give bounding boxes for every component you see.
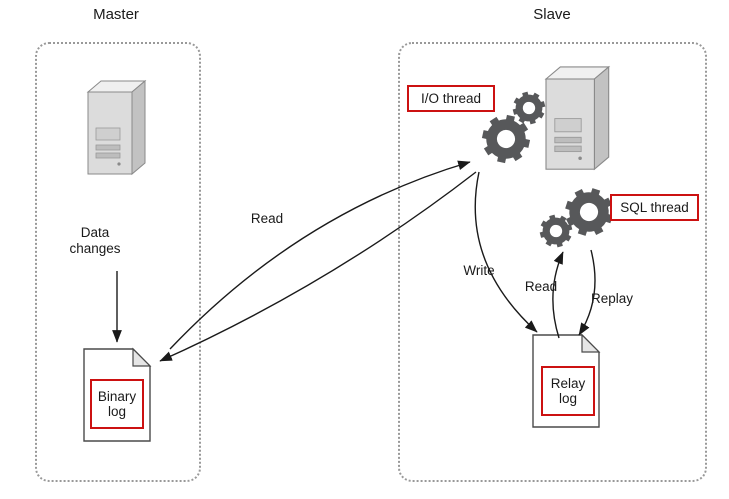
replay-label: Replay: [590, 291, 634, 306]
slave-group-box: [398, 42, 707, 482]
relay-log-box: Relay log: [541, 366, 595, 416]
arrow-replay-to-relay-log: [578, 249, 596, 336]
arrow-read-relay-log: [552, 251, 564, 339]
arrow-read-to-io-thread: [169, 160, 471, 350]
slave-server-icon: [545, 66, 610, 170]
slave-title: Slave: [533, 6, 571, 23]
master-group-box: [35, 42, 201, 482]
arrow-read-to-binary-log: [159, 171, 477, 362]
arrow-write-to-relay-log: [474, 171, 538, 333]
data-changes-label: Data changes: [69, 225, 121, 256]
sql-thread-gears-icon: [534, 182, 619, 253]
sql-thread-box: SQL thread: [610, 194, 699, 221]
io-thread-box: I/O thread: [407, 85, 495, 112]
read-binary-log-label: Read: [250, 211, 284, 226]
binary-log-box: Binary log: [90, 379, 144, 429]
master-server-icon: [87, 80, 146, 175]
master-title: Master: [93, 6, 139, 23]
write-label: Write: [463, 263, 495, 278]
read-relay-log-label: Read: [524, 279, 558, 294]
